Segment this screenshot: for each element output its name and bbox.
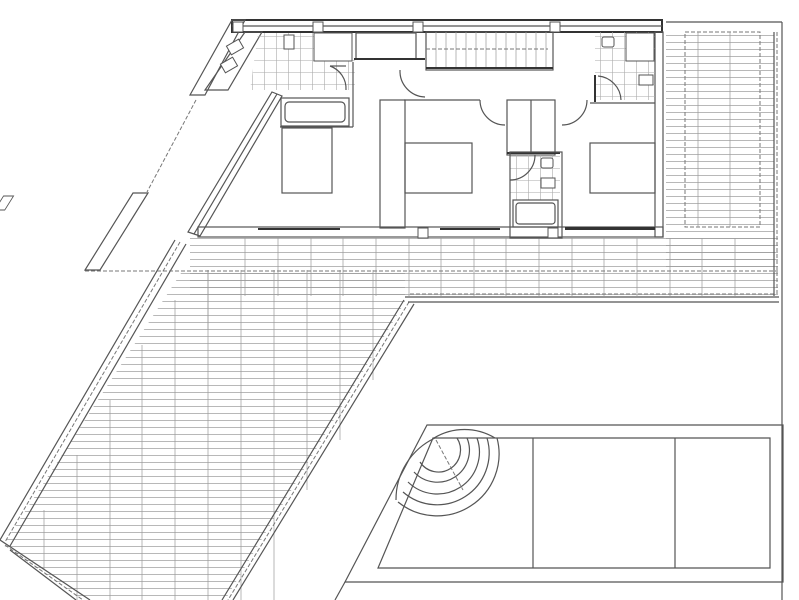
bedroom-3 (565, 102, 656, 229)
pool (344, 424, 784, 583)
closet (354, 32, 425, 60)
terrace-diagonal (0, 239, 415, 600)
staircase (425, 31, 554, 71)
planter (0, 99, 197, 271)
bathroom-3 (509, 151, 563, 239)
bedroom-2 (379, 99, 480, 229)
hallway (399, 69, 588, 156)
bedroom-1 (281, 127, 333, 194)
bathroom-1 (219, 32, 355, 128)
pool-steps (395, 428, 500, 517)
terrace-east (666, 21, 783, 600)
bathroom-2 (594, 32, 655, 102)
pool-edge-stub (334, 581, 346, 600)
